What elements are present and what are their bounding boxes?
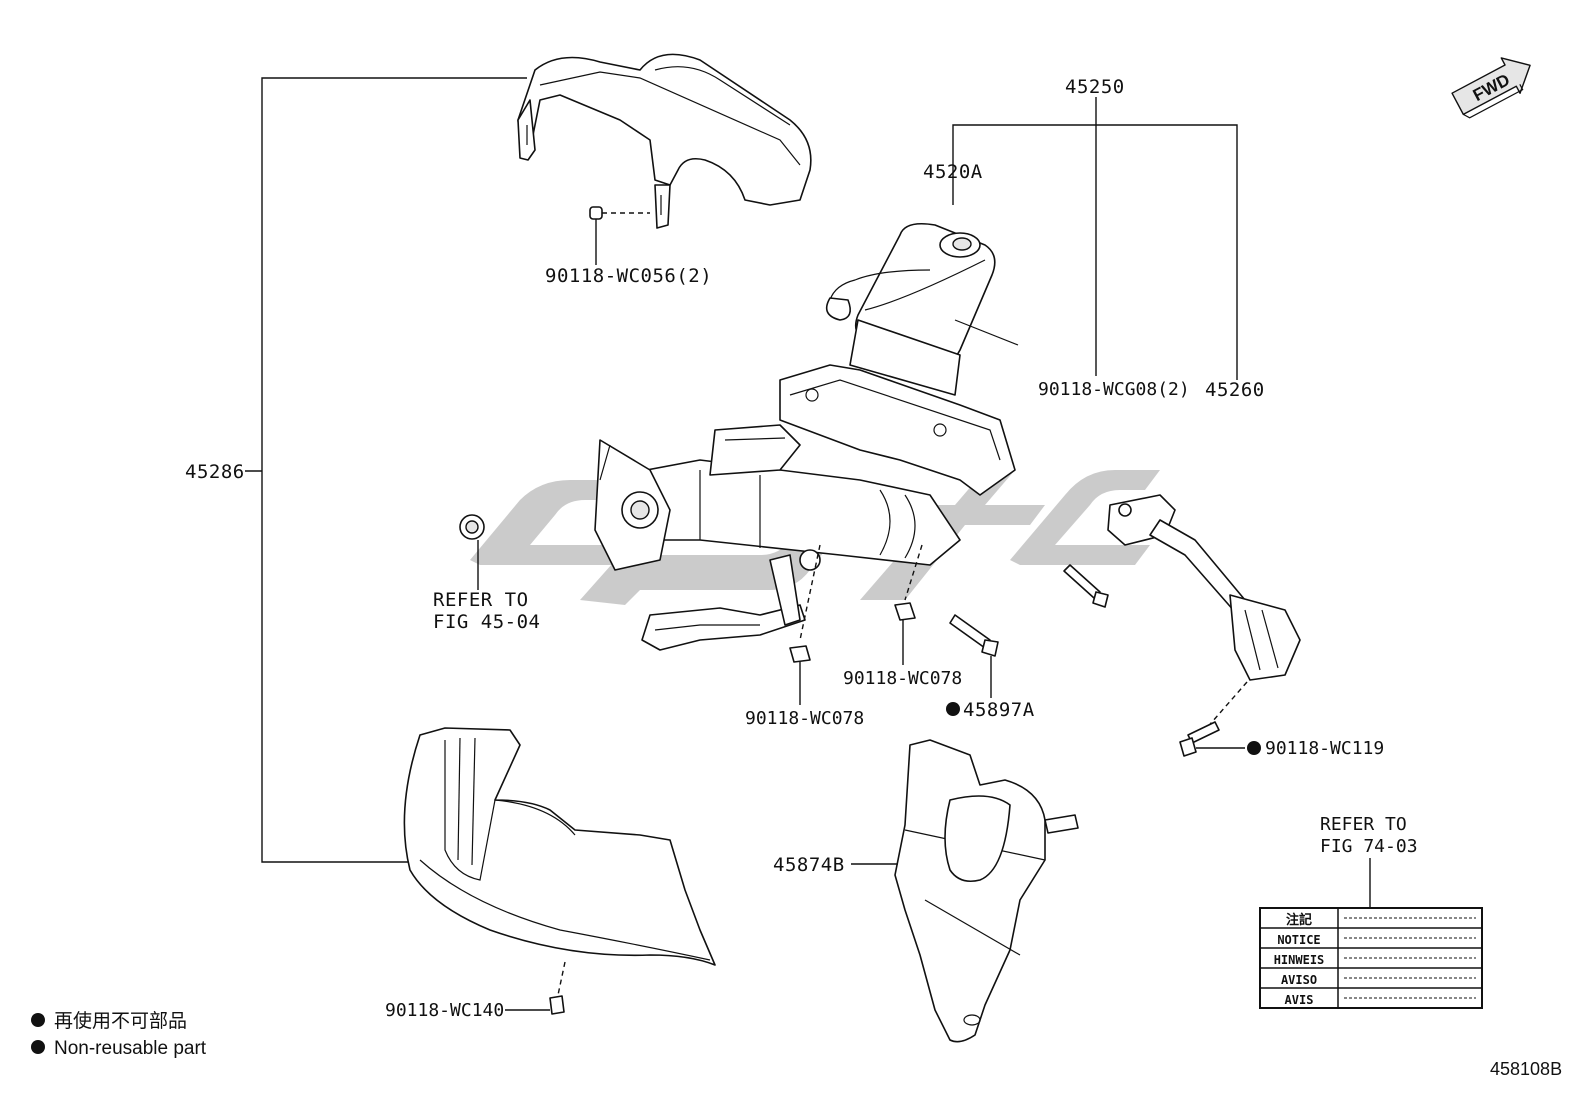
steering-column-assembly [594,222,1019,651]
label-45897a: 45897A [963,699,1035,721]
leader-45250 [952,97,1238,380]
lower-column-cover [403,727,716,996]
screw-90118-wc140 [505,995,565,1015]
label-45286: 45286 [185,461,245,483]
label-4520a: 4520A [923,161,983,183]
bolt-90118-wcg08 [1063,564,1109,608]
legend: 再使用不可部品 Non-reusable part [31,1010,207,1059]
nut-refer-45-04 [459,514,485,590]
upper-column-cover [517,53,812,229]
leader-45286 [245,77,527,863]
cover-45874b [851,739,1079,1043]
label-90118-wc056: 90118-WC056(2) [545,265,712,287]
refer-74-03-line1: REFER TO [1320,814,1407,835]
legend-dot-1 [31,1013,45,1027]
notice-row-1: NOTICE [1277,933,1320,947]
notice-row-2: HINWEIS [1274,953,1325,967]
figure-code: 458108B [1490,1059,1562,1079]
nut-90118-wc078-left [789,544,821,705]
label-45250: 45250 [1065,76,1125,98]
refer-45-04-line1: REFER TO [433,589,529,611]
label-90118-wc078-right: 90118-WC078 [843,668,962,689]
notice-table: 注記 NOTICE HINWEIS AVISO AVIS [1259,907,1483,1009]
bolt-90118-wc119 [1179,721,1245,757]
label-45260: 45260 [1205,379,1265,401]
label-90118-wc119: 90118-WC119 [1265,738,1384,759]
non-reusable-dot-wc119 [1247,741,1261,755]
screw-90118-wc056 [589,206,650,265]
bolt-45897a [949,614,999,698]
fwd-arrow-icon: FWD [1451,57,1531,119]
notice-row-4: AVIS [1285,993,1314,1007]
non-reusable-dot-45897a [946,702,960,716]
refer-45-04-line2: FIG 45-04 [433,611,540,633]
legend-item-en: Non-reusable part [54,1038,207,1059]
label-90118-wc078-left: 90118-WC078 [745,708,864,729]
notice-row-3: AVISO [1281,973,1317,987]
legend-item-ja: 再使用不可部品 [54,1010,187,1032]
label-90118-wcg08: 90118-WCG08(2) [1038,379,1190,400]
intermediate-shaft-45260 [1107,494,1301,731]
refer-74-03-line2: FIG 74-03 [1320,836,1418,857]
nut-90118-wc078-right [894,544,923,665]
label-90118-wc140: 90118-WC140 [385,1000,504,1021]
label-45874b: 45874B [773,854,845,876]
legend-dot-2 [31,1040,45,1054]
notice-row-0: 注記 [1286,912,1312,928]
